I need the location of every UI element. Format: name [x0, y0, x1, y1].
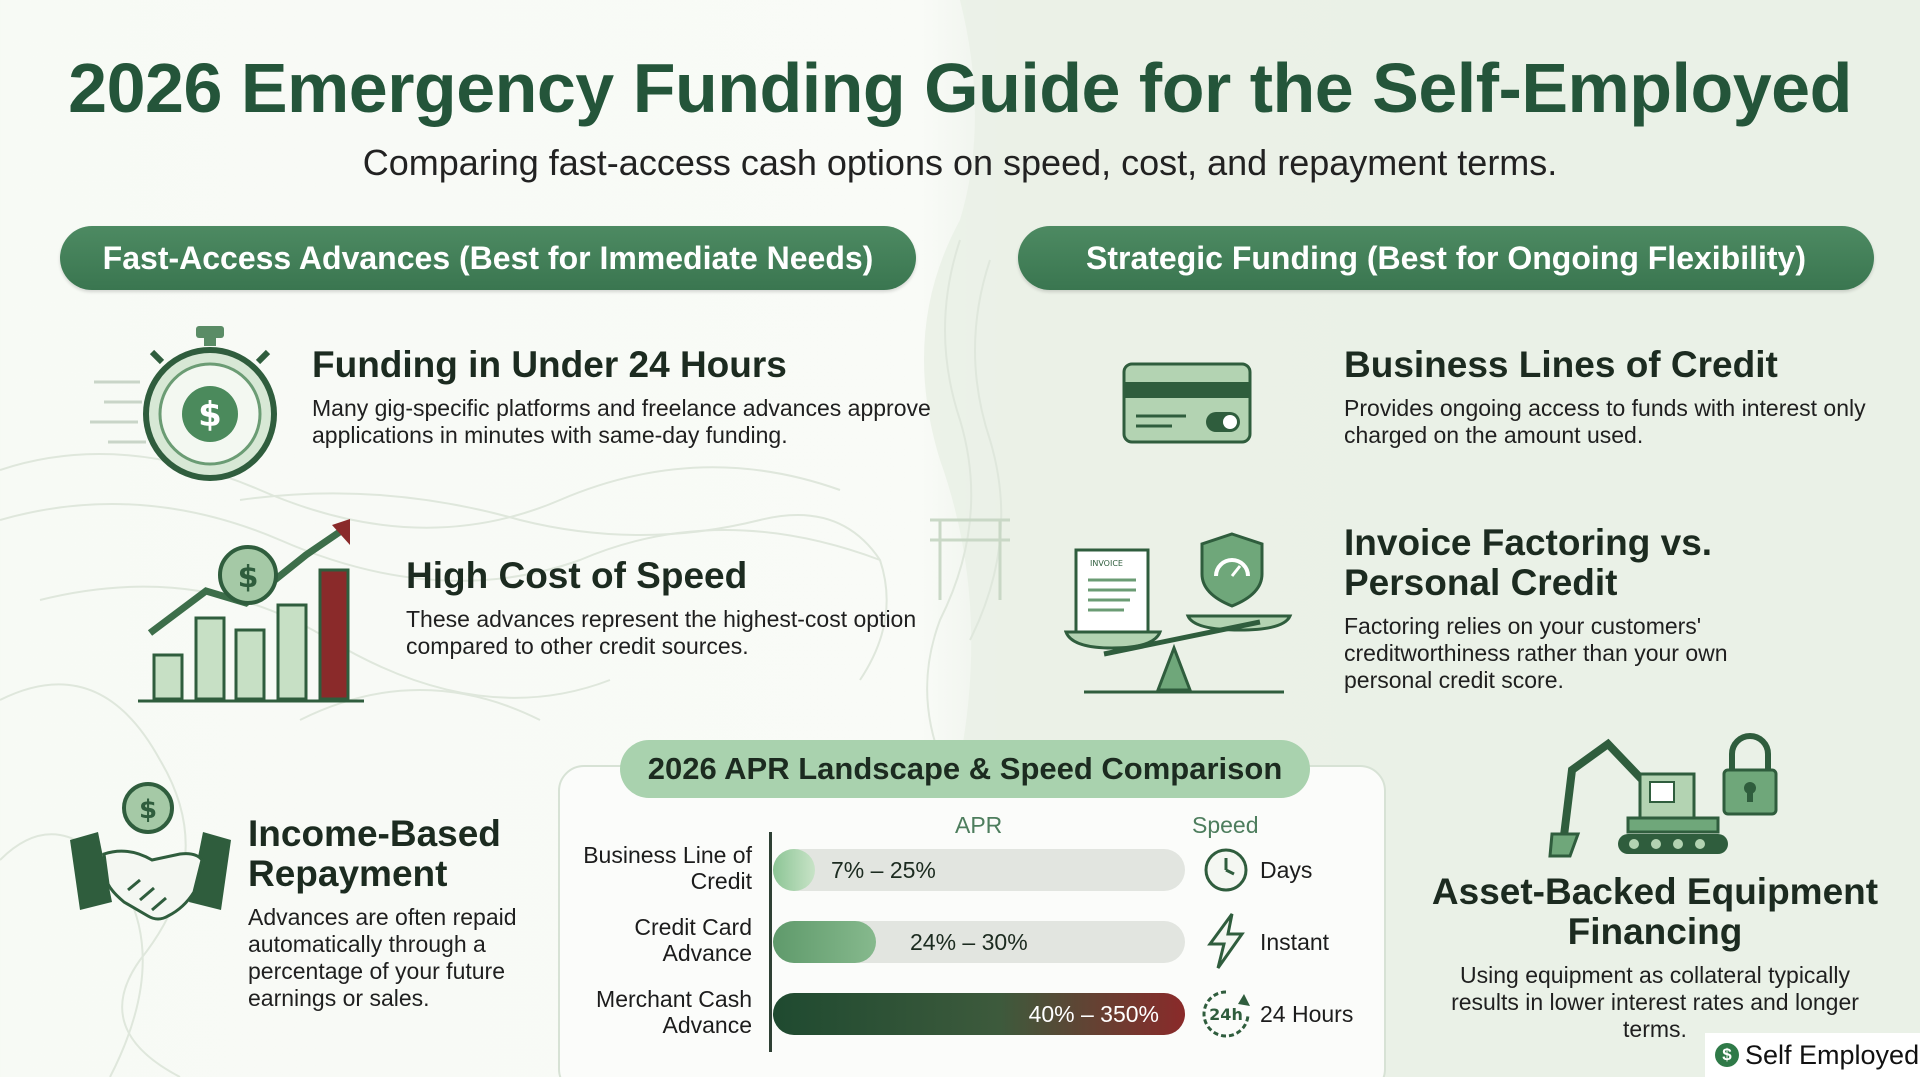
feature-title: Funding in Under 24 Hours — [312, 344, 787, 385]
feature-high-cost-of-speed: High Cost of Speed These advances repres… — [406, 556, 926, 660]
page-title: 2026 Emergency Funding Guide for the Sel… — [68, 49, 1852, 127]
feature-title: Income-Based Repayment — [248, 813, 501, 894]
svg-text:$: $ — [139, 795, 157, 825]
feature-title: Business Lines of Credit — [1344, 344, 1778, 385]
invoice-scale-shield-icon: INVOICE — [1064, 532, 1293, 694]
apr-bar-track: 40% – 350% — [773, 993, 1185, 1035]
24h-clock-icon: 24h — [1202, 990, 1250, 1038]
row-label-credit-card-advance: Credit Card Advance — [634, 914, 752, 966]
feature-asset-backed-financing: Asset-Backed Equipment Financing Using e… — [1430, 872, 1880, 1043]
apr-bar-track: 7% – 25% — [773, 849, 1185, 891]
lightning-icon — [1207, 913, 1245, 969]
feature-description: Provides ongoing access to funds with in… — [1344, 395, 1866, 448]
comparison-axis — [769, 832, 772, 1052]
rising-bar-chart-icon: $ — [138, 519, 364, 703]
apr-bar-track: 24% – 30% — [773, 921, 1185, 963]
feature-description: Many gig-specific platforms and freelanc… — [312, 395, 931, 448]
apr-bar-fill — [773, 993, 1185, 1035]
svg-text:24h: 24h — [1209, 1005, 1243, 1024]
feature-description: Using equipment as collateral typically … — [1451, 962, 1859, 1042]
feature-title: High Cost of Speed — [406, 555, 748, 596]
clock-icon — [1204, 848, 1248, 892]
feature-business-lines-of-credit: Business Lines of Credit Provides ongoin… — [1344, 345, 1904, 449]
excavator-lock-icon — [1548, 733, 1778, 858]
svg-text:INVOICE: INVOICE — [1090, 559, 1123, 568]
brand-badge: $ Self Employed — [1705, 1033, 1920, 1077]
stopwatch-dollar-icon: $ — [90, 326, 277, 481]
apr-bar-value: 7% – 25% — [831, 857, 936, 883]
apr-column-header: APR — [955, 812, 1003, 838]
handshake-dollar-icon: $ — [70, 782, 231, 921]
dollar-icon: $ — [1715, 1043, 1739, 1067]
credit-card-icon — [1122, 362, 1252, 444]
page-subtitle: Comparing fast-access cash options on sp… — [362, 142, 1558, 183]
speed-column-header: Speed — [1192, 812, 1259, 838]
apr-bar-fill — [773, 921, 876, 963]
svg-text:$: $ — [198, 395, 222, 435]
feature-title: Asset-Backed Equipment Financing — [1431, 871, 1879, 952]
speed-value: 24 Hours — [1260, 1001, 1354, 1027]
feature-description: Advances are often repaid automatically … — [248, 904, 517, 1011]
brand-name: Self Employed — [1745, 1039, 1920, 1070]
speed-value: Days — [1260, 857, 1313, 883]
section-heading-strategic: Strategic Funding (Best for Ongoing Flex… — [1018, 226, 1874, 290]
row-label-merchant-cash-advance: Merchant Cash Advance — [596, 986, 752, 1038]
feature-title: Invoice Factoring vs. Personal Credit — [1344, 522, 1713, 603]
feature-funding-under-24-hours: Funding in Under 24 Hours Many gig-speci… — [312, 345, 952, 449]
comparison-title: 2026 APR Landscape & Speed Comparison — [620, 740, 1310, 798]
feature-description: These advances represent the highest-cos… — [406, 606, 917, 659]
section-heading-fast-access: Fast-Access Advances (Best for Immediate… — [60, 226, 916, 290]
feature-income-based-repayment: Income-Based Repayment Advances are ofte… — [248, 814, 548, 1012]
feature-description: Factoring relies on your customers' cred… — [1344, 613, 1728, 693]
apr-bar-value: 24% – 30% — [910, 929, 1028, 955]
apr-bar-value: 40% – 350% — [1028, 1001, 1159, 1027]
row-label-business-line: Business Line of Credit — [583, 842, 752, 894]
apr-bar-fill — [773, 849, 815, 891]
svg-text:$: $ — [238, 560, 259, 595]
feature-invoice-factoring: Invoice Factoring vs. Personal Credit Fa… — [1344, 523, 1764, 694]
speed-value: Instant — [1260, 929, 1330, 955]
